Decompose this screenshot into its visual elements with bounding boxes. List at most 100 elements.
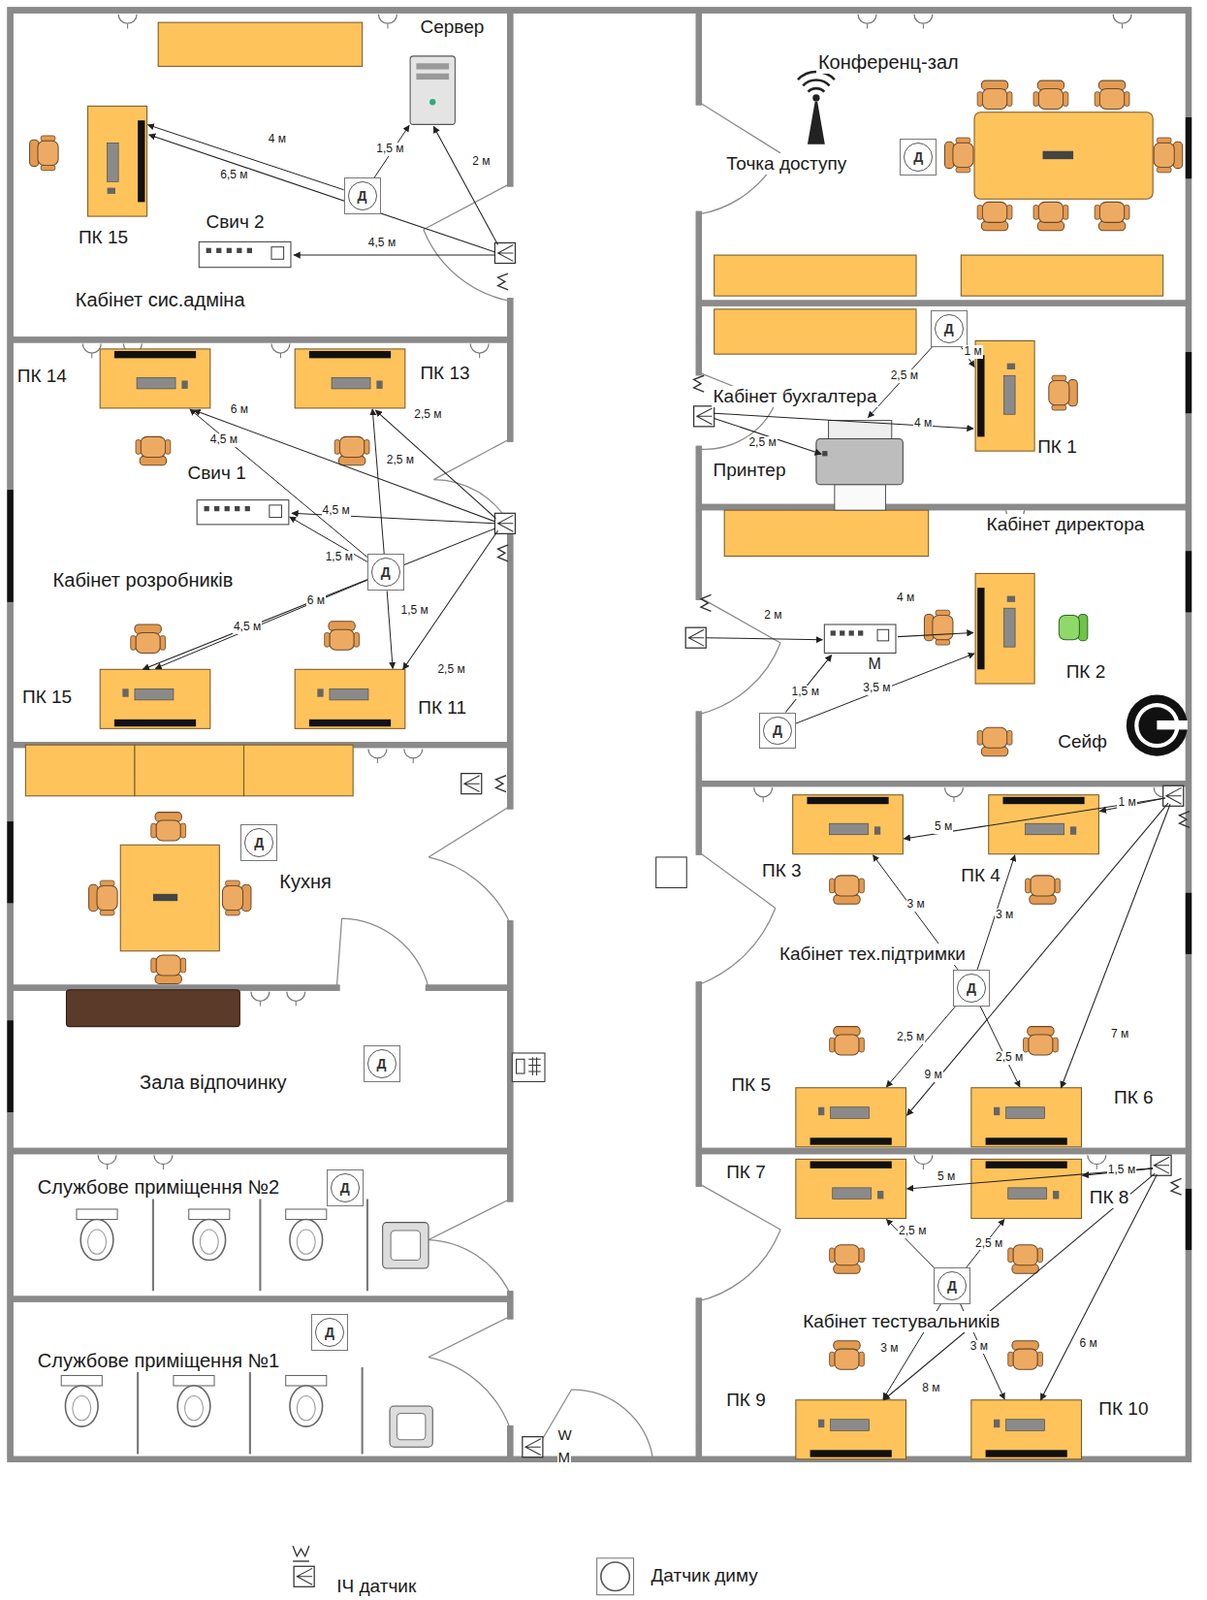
room-name: Кабінет директора [984, 513, 1147, 536]
smoke-sensor: Д [952, 969, 990, 1007]
connector [966, 1219, 1005, 1269]
device-label: ПК 2 [1064, 661, 1109, 683]
device-label: ПК 15 [76, 226, 130, 249]
switch-icon: Свич 2 [198, 241, 291, 267]
desk: ПК 2 [975, 572, 1035, 684]
sensor-letter: Д [381, 564, 391, 580]
marker-letter: М [867, 655, 883, 673]
connector [886, 1006, 955, 1087]
device-label: ПК 14 [15, 365, 69, 387]
desk: ПК 8 [971, 1159, 1082, 1219]
marker-letter: M [557, 1448, 572, 1465]
distance-label: 3,5 м [861, 681, 891, 696]
desk: ПК 10 [971, 1399, 1082, 1460]
distance-label: 7 м [1110, 1027, 1130, 1042]
room: Службове приміщення №2 Д [10, 1150, 511, 1300]
printer: Принтер [816, 417, 903, 510]
distance-label: 2,5 м [436, 663, 466, 677]
desk: ПК 6 [971, 1087, 1082, 1147]
device-label: Свич 2 [203, 211, 266, 233]
room: Службове приміщення №1 Д [10, 1299, 511, 1460]
distance-label: 1,5 м [324, 550, 354, 565]
distance-label: 2,5 м [897, 1224, 927, 1239]
distance-label: 6 м [1078, 1336, 1098, 1351]
smoke-sensor: Д [759, 712, 796, 750]
marker-letter: W [557, 1426, 573, 1443]
connector [795, 653, 975, 724]
smoke-sensor: Д [930, 310, 968, 348]
room-name: Службове приміщення №1 [35, 1349, 282, 1372]
distance-label: 3 м [969, 1339, 989, 1354]
room: Кабінет розробниківПК 14ПК 13Свич 1ДПК 1… [10, 339, 511, 745]
distance-label: 2,5 м [889, 369, 920, 383]
connector [886, 1219, 934, 1269]
desk: ПК 13 [294, 349, 406, 409]
room-name: Кабінет сис.адміна [73, 288, 248, 312]
device-label: ПК 5 [729, 1074, 773, 1096]
distance-label: 4,5 м [321, 504, 351, 518]
distance-label: 1,5 м [1107, 1163, 1137, 1177]
distance-label: 2 м [762, 608, 783, 623]
smoke-sensor: Д [311, 1313, 349, 1351]
distance-label: 9 м [922, 1068, 943, 1082]
room: Кухня Д [10, 744, 511, 987]
device-label: ПК 8 [1087, 1186, 1132, 1208]
sensor-letter: Д [944, 320, 954, 337]
sensor-letter: Д [254, 834, 264, 851]
device-label: ПК 7 [724, 1161, 768, 1183]
sensor-letter: Д [324, 1324, 335, 1340]
desk: ПК 15 [87, 105, 147, 217]
room: Кабінет сис.адміна Сервер ПК 15 Свич 2 Д [10, 10, 511, 341]
legend-text: ІЧ датчик [336, 1575, 416, 1597]
distance-label: 4 м [913, 416, 933, 431]
distance-label: 5 м [933, 820, 953, 834]
room-name: Кабінет бухгалтера [711, 385, 880, 408]
distance-label: 2,5 м [412, 408, 443, 422]
connector [155, 579, 368, 668]
device-label: ПК 3 [760, 859, 804, 882]
device-label: ПК 11 [415, 697, 469, 719]
connector [148, 125, 345, 191]
desk: ПК 9 [795, 1399, 907, 1460]
distance-label: 6 м [306, 594, 326, 608]
room-name: Кабінет тех.підтримки [777, 943, 968, 965]
device-label: ПК 6 [1111, 1086, 1156, 1109]
desk: ПК 14 [99, 349, 211, 409]
sensor-letter: Д [772, 722, 783, 738]
distance-label: 2,5 м [994, 1050, 1024, 1065]
smoke-sensor: Д [899, 138, 937, 176]
device-label: Принтер [711, 459, 789, 481]
room: Кабінет тестувальників ПК 7 ПК 8 Д ПК 9 ПК 10 [698, 1150, 1189, 1460]
distance-label: 2,5 м [974, 1237, 1004, 1251]
distance-label: 2,5 м [895, 1030, 925, 1045]
room: Кабінет бухгалтера Д Принтер ПК 1 [698, 303, 1189, 508]
room: Кабінет директораД ПК 2 Сейф [698, 507, 1189, 784]
device-label: ПК 4 [958, 864, 1003, 887]
room-name: Кабінет тестувальників [800, 1310, 1002, 1333]
distance-label: 8 м [921, 1381, 941, 1396]
sensor-letter: Д [357, 188, 368, 204]
distance-label: 4 м [267, 132, 287, 147]
sensor-letter: Д [340, 1179, 350, 1196]
room-name: Конференц-зал [816, 51, 961, 74]
server-icon: Сервер [410, 56, 455, 126]
room: Конференц-залТочка доступуД [698, 10, 1189, 304]
desk: ПК 3 [793, 794, 904, 855]
smoke-sensor: Д [933, 1267, 971, 1304]
distance-label: 1,5 м [400, 603, 430, 618]
device-label: ПК 10 [1096, 1397, 1150, 1420]
distance-label: 3 м [994, 908, 1015, 922]
desk: ПК 1 [975, 341, 1035, 452]
access-point: Точка доступу [794, 83, 839, 145]
distance-label: 2 м [471, 155, 491, 169]
device-label: ПК 1 [1035, 436, 1080, 458]
distance-label: 4,5 м [232, 620, 262, 635]
room-name: Службове приміщення №2 [35, 1175, 282, 1199]
distance-label: 3 м [906, 897, 926, 912]
device-label: ПК 9 [724, 1389, 768, 1411]
device-label: Сейф [1055, 730, 1110, 753]
room-name: Кухня [277, 870, 334, 893]
connector [374, 125, 410, 178]
